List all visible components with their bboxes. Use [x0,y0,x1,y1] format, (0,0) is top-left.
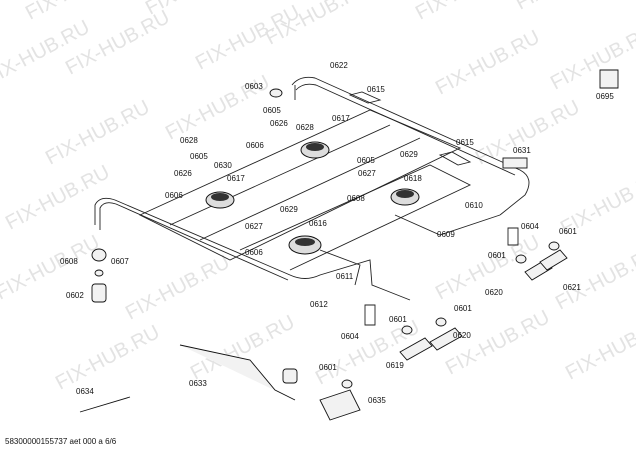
watermark-text: FIX-HUB.RU [547,21,636,94]
part-number-label: 0603 [245,82,263,91]
part-number-label: 0601 [488,251,506,260]
watermark-text: FIX-HUB.RU [412,0,523,24]
part-number-label: 0608 [60,257,78,266]
part-number-label: 0635 [368,396,386,405]
part-number-label: 0633 [189,379,207,388]
part-number-label: 0628 [180,136,198,145]
document-footer: 58300000155737 aet 000 a 6/6 [5,437,117,446]
part-number-label: 0610 [465,201,483,210]
part-number-label: 0631 [513,146,531,155]
part-number-label: 0629 [400,150,418,159]
part-number-label: 0626 [174,169,192,178]
burner-caps [211,143,414,246]
watermark-text: FIX-HUB.RU [52,321,163,394]
part-number-label: 0630 [214,161,232,170]
part-number-label: 0601 [559,227,577,236]
watermark-text: FIX-HUB.RU [562,311,636,384]
part-number-label: 0611 [336,272,354,281]
part-number-label: 0634 [76,387,94,396]
part-number-label: 0606 [245,248,263,257]
part-number-label: 0601 [454,304,472,313]
part-number-label: 0626 [270,119,288,128]
part-number-label: 0620 [485,288,503,297]
part-number-label: 0618 [404,174,422,183]
part-number-label: 0602 [66,291,84,300]
watermark-text: FIX-HUB.RU [512,0,623,14]
watermark-text: FIX-HUB.RU [0,231,103,304]
watermark-text: FIX-HUB.RU [432,26,543,99]
watermark-text: FIX-HUB.RU [2,161,113,234]
part-number-label: 0601 [319,363,337,372]
part-number-label: 0615 [456,138,474,147]
part-number-label: 0622 [330,61,348,70]
burner-frame [94,76,530,326]
part-number-label: 0606 [165,191,183,200]
part-labels: 0622 0603 0615 0605 0626 0628 0617 0628 0606 0605… [60,61,614,405]
part-number-label: 0695 [596,92,614,101]
loose-parts [79,69,619,421]
watermark-text: FIX-HUB.RU [472,96,583,169]
part-number-label: 0601 [389,315,407,324]
part-number-label: 0621 [563,283,581,292]
part-number-label: 0628 [296,123,314,132]
watermark-text: FIX-HUB.RU [442,306,553,379]
part-number-label: 0627 [358,169,376,178]
watermark-text: FIX-HUB.RU [42,96,153,169]
part-number-label: 0605 [190,152,208,161]
part-number-label: 0605 [263,106,281,115]
part-number-label: 0605 [357,156,375,165]
part-number-label: 0617 [227,174,245,183]
part-number-label: 0616 [309,219,327,228]
part-number-label: 0612 [310,300,328,309]
part-number-label: 0620 [453,331,471,340]
part-number-label: 0629 [280,205,298,214]
part-number-label: 0604 [521,222,539,231]
watermark-text: FIX-HUB.RU [552,241,636,314]
part-number-label: 0609 [437,230,455,239]
part-number-label: 0615 [367,85,385,94]
part-number-label: 0607 [111,257,129,266]
burners [205,141,420,255]
part-number-label: 0606 [246,141,264,150]
part-number-label: 0627 [245,222,263,231]
part-number-label: 0617 [332,114,350,123]
watermark-text: FIX-HUB.RU [122,251,233,324]
part-number-label: 0619 [386,361,404,370]
part-number-label: 0604 [341,332,359,341]
part-number-label: 0608 [347,194,365,203]
